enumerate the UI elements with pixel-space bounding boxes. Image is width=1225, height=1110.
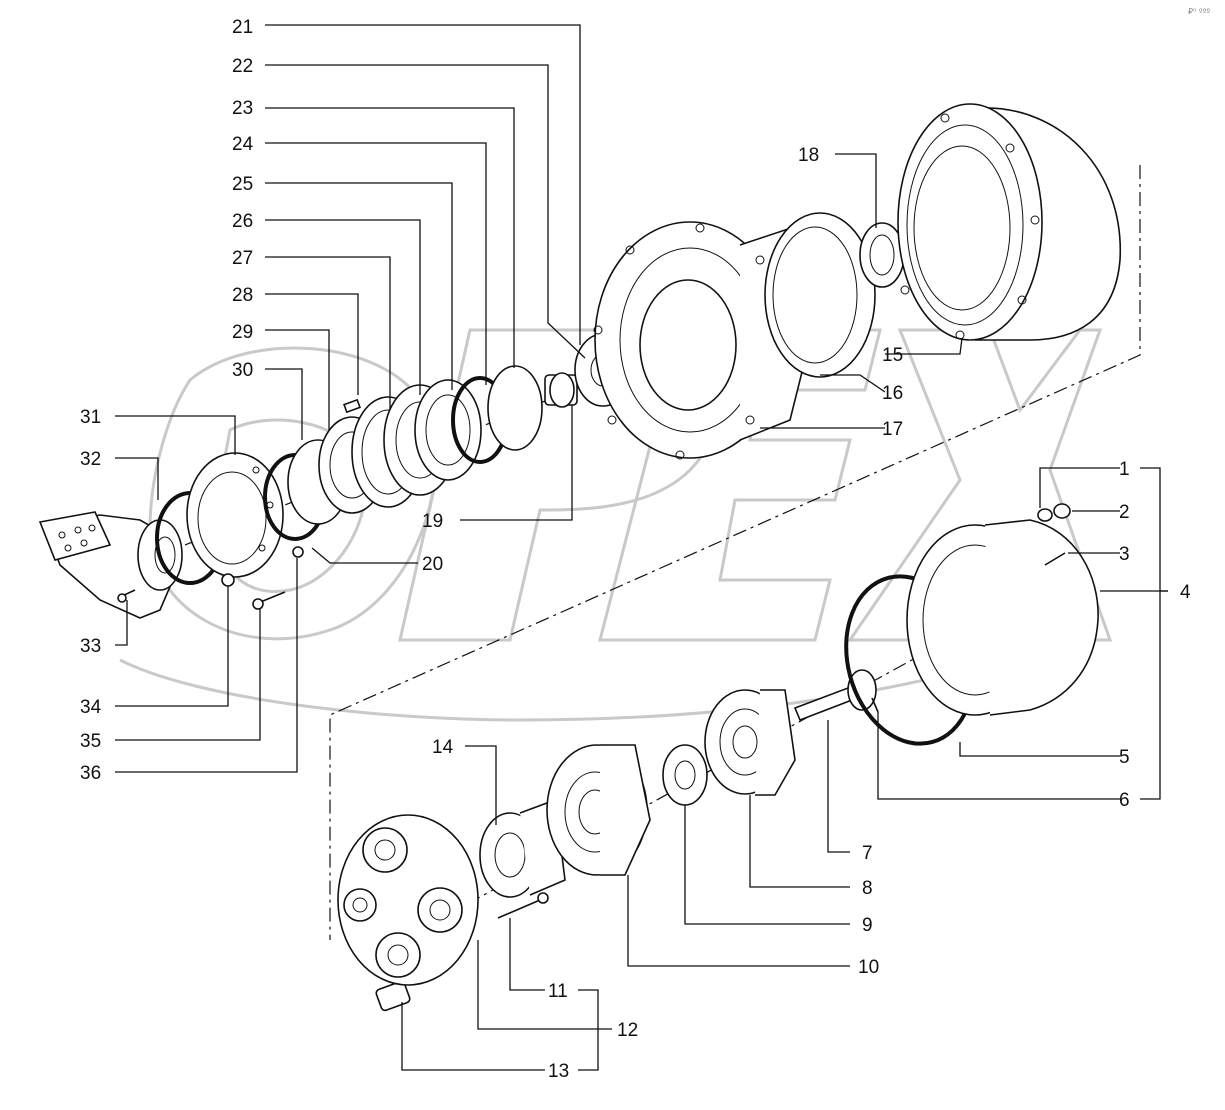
callout-12: 12 — [617, 1020, 638, 1041]
callout-4: 4 — [1180, 582, 1191, 603]
callout-34: 34 — [80, 697, 102, 718]
part-7-shaft — [793, 669, 877, 722]
callout-25: 25 — [232, 174, 253, 195]
callout-35: 35 — [80, 731, 101, 752]
callout-5: 5 — [1119, 747, 1130, 768]
callout-29: 29 — [232, 322, 253, 343]
part-8-gear-disc — [704, 689, 796, 796]
callout-9: 9 — [862, 915, 873, 936]
callout-8: 8 — [862, 878, 873, 899]
part-15-housing — [897, 103, 1121, 341]
callout-7: 7 — [862, 843, 873, 864]
callout-33: 33 — [80, 636, 101, 657]
callout-16: 16 — [882, 383, 903, 404]
callout-19: 19 — [422, 511, 443, 532]
part-12-carrier — [337, 814, 479, 986]
part-4-ring-gear — [906, 519, 1099, 716]
part-25-disc — [414, 379, 482, 481]
callout-2: 2 — [1119, 502, 1130, 523]
leader-lines — [115, 24, 1168, 1071]
callout-27: 27 — [232, 248, 253, 269]
part-34-washer — [221, 573, 235, 587]
callout-30: 30 — [232, 360, 253, 381]
part-33-motor-housing — [38, 511, 183, 619]
callout-15: 15 — [882, 345, 903, 366]
part-16-bearing — [764, 212, 876, 378]
callout-31: 31 — [80, 407, 101, 428]
part-18-washer — [859, 222, 905, 288]
callout-13: 13 — [548, 1061, 569, 1082]
part-3-screw — [1044, 552, 1066, 566]
callout-3: 3 — [1119, 544, 1130, 565]
part-23-ring — [487, 365, 543, 451]
callout-26: 26 — [232, 211, 253, 232]
callout-10: 10 — [858, 957, 879, 978]
part-35-screw — [252, 591, 286, 610]
callout-14: 14 — [432, 737, 454, 758]
callout-11: 11 — [548, 981, 568, 1002]
part-11-bolt — [497, 892, 549, 919]
lower-assembly — [337, 503, 1099, 1012]
callout-6: 6 — [1119, 790, 1130, 811]
callout-22: 22 — [232, 56, 253, 77]
part-36-pin — [292, 546, 304, 558]
callout-36: 36 — [80, 763, 101, 784]
corner-mark: ₽⁰ ººº — [1188, 7, 1210, 16]
callout-18: 18 — [798, 145, 819, 166]
callout-32: 32 — [80, 449, 101, 470]
part-17-hub — [593, 221, 816, 460]
callout-20: 20 — [422, 554, 443, 575]
upper-assembly — [38, 103, 1121, 619]
part-1-seal — [1037, 508, 1053, 522]
callout-23: 23 — [232, 98, 253, 119]
part-9-gear — [662, 744, 708, 806]
callout-21: 21 — [232, 17, 253, 38]
part-19-pinion — [544, 372, 578, 408]
callout-24: 24 — [232, 134, 254, 155]
part-2-plug — [1053, 503, 1071, 519]
callout-17: 17 — [882, 419, 903, 440]
callout-labels: 21 22 23 24 25 26 27 28 29 30 31 32 33 3… — [80, 17, 1191, 1082]
part-28-spring — [343, 398, 361, 414]
part-6-pin — [871, 697, 879, 713]
part-10-gear-stage — [546, 744, 651, 876]
callout-28: 28 — [232, 285, 253, 306]
callout-1: 1 — [1119, 459, 1130, 480]
